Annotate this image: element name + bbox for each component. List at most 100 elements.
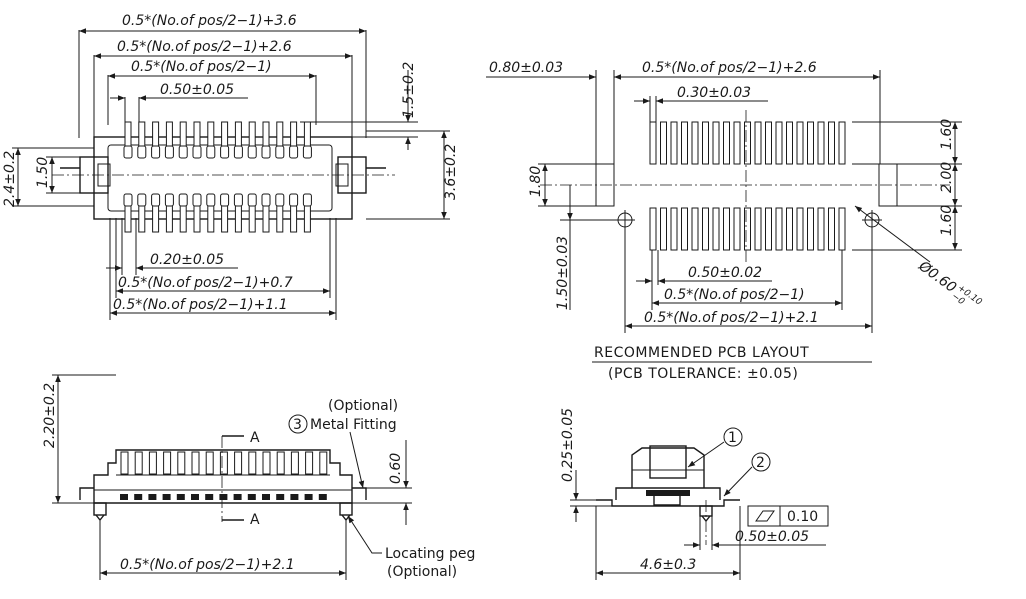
pcb-pad-upper [765, 121, 772, 165]
top-contact-lower [302, 193, 312, 207]
pcb-pad-upper [807, 121, 814, 165]
top-lead-upper [124, 121, 132, 147]
top-contact-upper [302, 145, 312, 159]
front-foot [162, 494, 171, 500]
pcb-pad-lower [691, 207, 699, 251]
front-contact [262, 451, 271, 475]
front-foot [247, 494, 256, 500]
pcb-pad-lower [712, 207, 720, 251]
top-lead-upper [221, 121, 229, 147]
pcb-dim-pad-h-top: 1.60 [939, 119, 955, 150]
top-lead-upper [262, 121, 270, 147]
pcb-pad-lower [733, 207, 741, 251]
top-contact-lower [151, 193, 161, 207]
top-lead-upper [165, 121, 173, 147]
front-foot [219, 494, 228, 500]
front-contact [248, 451, 257, 475]
dim-span: 0.5*(No.of pos/2−1) [131, 59, 272, 75]
front-foot [290, 494, 299, 500]
side-view: 0.25±0.05 1 2 0.10 0.50±0.05 4.6±0.3 [560, 408, 829, 580]
front-foot [205, 494, 214, 500]
top-contact-upper [123, 145, 133, 159]
top-contact-lower [289, 193, 299, 207]
flatness-value: 0.10 [787, 509, 818, 525]
top-lead-upper [193, 121, 201, 147]
callout-1-number: 1 [728, 430, 737, 446]
front-foot [318, 494, 327, 500]
pcb-layout-view: 0.80±0.03 0.5*(No.of pos/2−1)+2.6 0.30±0… [486, 60, 984, 382]
pcb-dim-gap: 2.00 [939, 162, 955, 193]
dim-height-right: 3.6±0.2 [443, 144, 459, 200]
pcb-pad-upper [775, 121, 783, 165]
front-contact [305, 451, 314, 475]
pcb-dim-overall: 0.5*(No.of pos/2−1)+2.1 [644, 310, 819, 326]
top-view: 0.5*(No.of pos/2−1)+3.6 0.5*(No.of pos/2… [2, 13, 459, 320]
top-lead-lower [193, 203, 201, 233]
top-contact-lower [123, 193, 133, 207]
pcb-dim-pitch: 0.50±0.02 [688, 265, 762, 281]
top-lead-lower [221, 203, 229, 233]
top-contact-lower [178, 193, 188, 207]
front-contact [319, 451, 328, 475]
top-contact-upper [164, 145, 174, 159]
front-contact [134, 451, 143, 475]
pcb-pad-upper [649, 121, 657, 165]
top-contact-upper [192, 145, 202, 159]
dim-inner-left: 1.50 [35, 157, 51, 188]
pcb-pad-upper [670, 121, 678, 165]
front-foot [176, 494, 185, 500]
front-foot [304, 494, 313, 500]
front-dim-peg: 0.60 [388, 453, 404, 484]
top-contact-lower [247, 193, 257, 207]
top-lead-lower [234, 203, 242, 233]
front-dim-height: 2.20±0.2 [42, 383, 58, 448]
dim-overall: 0.5*(No.of pos/2−1)+3.6 [122, 13, 297, 29]
dim-body: 0.5*(No.of pos/2−1)+2.6 [117, 39, 292, 55]
pcb-pad-lower [828, 207, 835, 251]
pcb-caption-title: RECOMMENDED PCB LAYOUT [594, 345, 809, 361]
pcb-pad-upper [660, 121, 667, 165]
front-foot [148, 494, 157, 500]
callout-1-circle [723, 427, 743, 447]
locating-peg-label: Locating peg [385, 546, 475, 562]
pcb-dim-span: 0.5*(No.of pos/2−1) [664, 287, 805, 303]
callout-3-circle [288, 414, 308, 434]
optional-bottom-label: (Optional) [387, 564, 457, 580]
front-contact [219, 451, 228, 475]
pcb-pad-lower [796, 207, 804, 251]
top-contact-lower [233, 193, 243, 207]
callout-3-number: 3 [293, 417, 302, 433]
section-a-top: A [250, 430, 260, 446]
top-lead-lower [124, 203, 132, 233]
top-lead-lower [179, 203, 187, 233]
top-contact-upper [206, 145, 216, 159]
front-contact [120, 451, 129, 475]
pcb-pad-upper [838, 121, 846, 165]
pcb-pad-lower [670, 207, 678, 251]
top-lead-lower [276, 203, 284, 233]
dim-bottom-1: 0.5*(No.of pos/2−1)+0.7 [118, 275, 293, 291]
top-contact-lower [137, 193, 147, 207]
top-contact-upper [247, 145, 257, 159]
top-lead-upper [207, 121, 215, 147]
top-contact-upper [220, 145, 230, 159]
front-foot [134, 494, 143, 500]
flatness-frame [747, 505, 829, 527]
pcb-pad-lower [786, 207, 793, 251]
pcb-pad-upper [691, 121, 699, 165]
front-foot [276, 494, 285, 500]
pcb-dim-left-h: 1.80 [528, 166, 544, 197]
front-contact [276, 451, 285, 475]
top-contact-upper [261, 145, 271, 159]
front-dim-width: 0.5*(No.of pos/2−1)+2.1 [120, 557, 295, 573]
pcb-pad-lower [660, 207, 667, 251]
pcb-pad-upper [712, 121, 720, 165]
top-lead-upper [276, 121, 284, 147]
top-contact-upper [233, 145, 243, 159]
callout-2-circle [751, 452, 771, 472]
top-lead-lower [262, 203, 270, 233]
front-foot [120, 494, 128, 500]
side-dim-width: 4.6±0.3 [640, 557, 696, 573]
front-contact [163, 451, 172, 475]
